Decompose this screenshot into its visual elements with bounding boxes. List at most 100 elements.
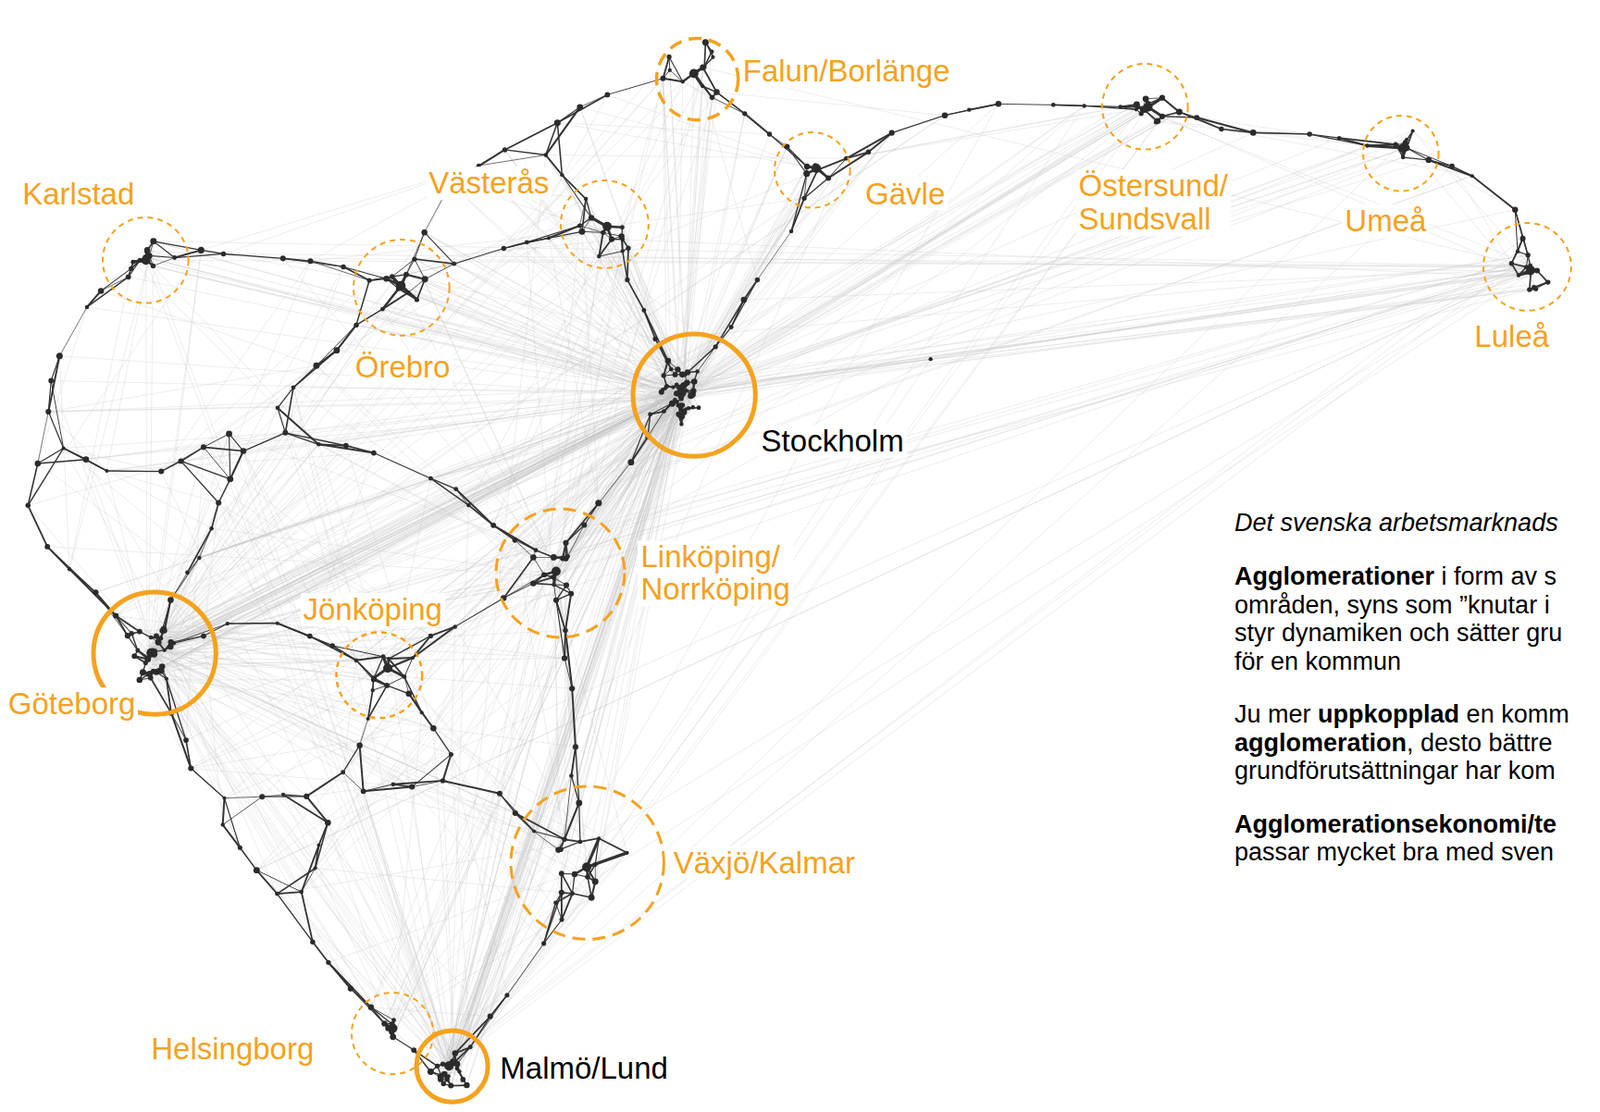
- municipality-dot: [1154, 118, 1162, 125]
- commute-line: [686, 157, 1403, 385]
- strong-link: [514, 540, 536, 551]
- strong-link: [503, 574, 545, 598]
- municipality-dot: [1526, 286, 1532, 292]
- strong-link: [37, 459, 87, 464]
- strong-link: [50, 381, 63, 449]
- strong-link: [187, 528, 212, 573]
- strong-link: [598, 838, 627, 854]
- commute-line: [150, 175, 1473, 648]
- commute-line: [655, 261, 1532, 340]
- municipality-dot: [459, 1077, 466, 1083]
- commute-line: [1157, 121, 1340, 138]
- municipality-dot: [674, 366, 681, 373]
- commute-line: [161, 365, 317, 472]
- municipality-dot: [381, 1020, 387, 1027]
- municipality-dot: [669, 402, 673, 407]
- commute-line: [388, 658, 455, 1061]
- municipality-dot: [368, 1004, 374, 1011]
- commute-line: [48, 396, 687, 412]
- commute-line: [560, 392, 673, 850]
- municipality-dot: [578, 228, 585, 236]
- strong-link: [283, 258, 344, 267]
- municipality-dot: [1525, 252, 1530, 258]
- commute-line: [449, 103, 999, 1067]
- municipality-dot: [325, 960, 331, 966]
- commute-line: [134, 386, 676, 657]
- municipality-dot: [280, 255, 286, 261]
- municipality-dot: [414, 297, 420, 302]
- municipality-dot: [642, 308, 647, 313]
- municipality-dot: [683, 388, 688, 393]
- commute-line: [151, 649, 373, 680]
- commute-line: [444, 372, 698, 1070]
- commute-line: [145, 257, 679, 394]
- municipality-dot: [593, 862, 598, 868]
- municipality-dot: [588, 214, 595, 221]
- commute-line: [446, 594, 571, 1059]
- strong-link: [598, 462, 632, 504]
- strong-link: [373, 657, 384, 679]
- commute-line: [106, 394, 681, 472]
- strong-link: [359, 745, 364, 793]
- commute-line: [414, 259, 559, 577]
- commute-line: [149, 662, 343, 773]
- strong-link: [598, 250, 622, 257]
- municipality-dot: [568, 591, 574, 597]
- strong-link: [514, 540, 534, 559]
- municipality-dot: [421, 275, 429, 283]
- commute-line: [150, 652, 394, 1038]
- commute-line: [526, 242, 552, 569]
- municipality-dot: [149, 648, 155, 654]
- strong-link: [406, 232, 425, 274]
- municipality-dot: [410, 1047, 417, 1054]
- municipality-dot: [699, 64, 707, 72]
- municipality-dot: [237, 845, 243, 851]
- commute-line: [147, 249, 683, 389]
- commute-line: [557, 569, 581, 843]
- municipality-dot: [455, 1066, 460, 1072]
- municipality-dot: [128, 266, 134, 272]
- strong-link: [227, 622, 278, 625]
- strong-link: [171, 636, 204, 644]
- commute-line: [144, 279, 628, 649]
- strong-link: [544, 893, 562, 944]
- strong-link: [786, 147, 807, 174]
- municipality-dot: [543, 152, 548, 158]
- strong-link: [310, 260, 344, 267]
- commute-line: [100, 290, 317, 366]
- strong-link: [190, 768, 224, 799]
- strong-link: [443, 781, 500, 794]
- strong-link: [412, 635, 431, 658]
- commute-line: [150, 145, 1368, 656]
- commute-line: [663, 78, 672, 370]
- strong-link: [171, 712, 191, 769]
- commute-line: [1428, 160, 1515, 211]
- strong-link: [998, 103, 1054, 105]
- municipality-dot: [135, 648, 140, 654]
- commute-line: [318, 444, 566, 573]
- strong-link: [243, 433, 286, 452]
- commute-line: [557, 567, 580, 804]
- strong-link: [468, 505, 494, 526]
- strong-link: [533, 577, 553, 584]
- strong-link: [411, 781, 443, 788]
- commute-line: [48, 399, 683, 412]
- strong-link: [533, 831, 565, 841]
- commute-line: [679, 106, 1120, 385]
- commute-line: [674, 198, 805, 397]
- commute-line: [450, 105, 1084, 1064]
- municipality-dot: [620, 224, 625, 230]
- commute-line: [448, 557, 534, 1064]
- commute-line: [557, 568, 572, 689]
- municipality-dot: [384, 682, 390, 689]
- municipality-dot: [1402, 139, 1409, 146]
- municipality-dot: [550, 574, 556, 580]
- strong-link: [161, 446, 204, 472]
- municipality-dot: [1411, 128, 1415, 133]
- strong-link: [277, 623, 333, 646]
- municipality-dot: [812, 162, 818, 168]
- commute-line: [558, 392, 680, 851]
- commute-line: [161, 579, 550, 639]
- strong-link: [301, 868, 316, 893]
- strong-link: [223, 825, 241, 849]
